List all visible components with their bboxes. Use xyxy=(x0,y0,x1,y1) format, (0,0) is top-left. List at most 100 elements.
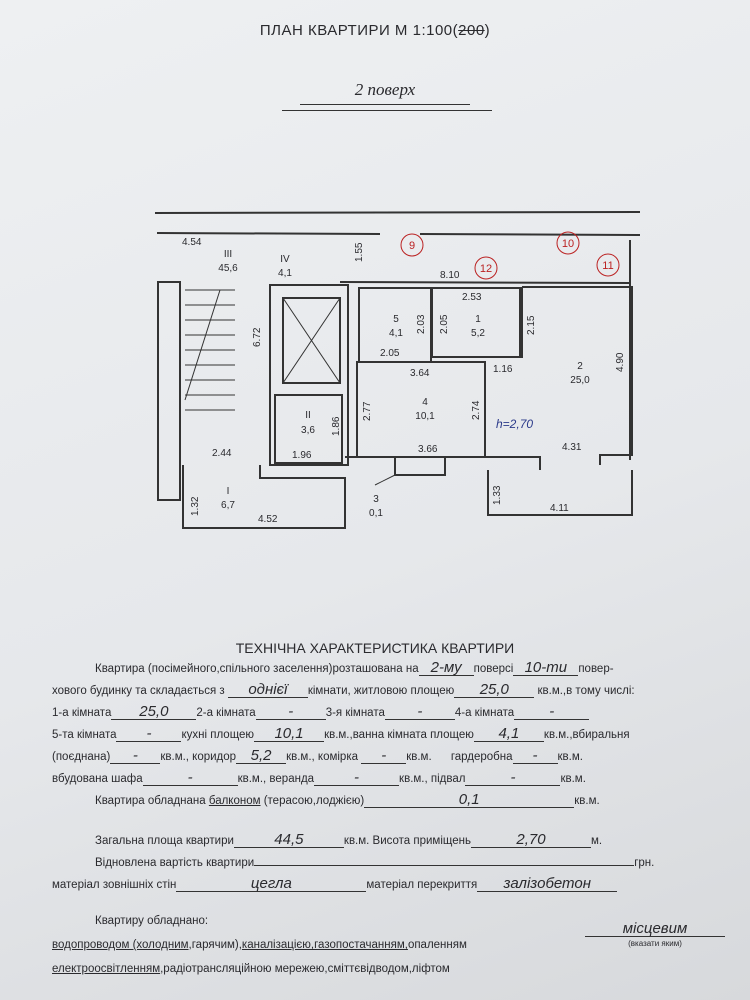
label: Загальна площа квартири xyxy=(95,835,234,847)
label: 2-а кімната xyxy=(196,707,256,719)
room-number: 4 xyxy=(422,397,428,408)
room-area: 6,7 xyxy=(221,500,235,511)
label: ,гарячим), xyxy=(188,939,242,951)
dim: 4.11 xyxy=(550,503,569,514)
room-area: 4,1 xyxy=(278,268,292,279)
label: (терасою,лоджією) xyxy=(263,795,365,807)
label: грн. xyxy=(634,857,655,869)
label: водопроводом (холодним xyxy=(52,939,189,951)
label: кухні площею xyxy=(181,729,255,741)
height-value: 2,70 xyxy=(470,832,591,848)
label: кв.м. xyxy=(557,751,583,763)
tech-title: ТЕХНІЧНА ХАРАКТЕРИСТИКА КВАРТИРИ xyxy=(235,640,515,656)
tech-line-11: Квартиру обладнано: xyxy=(95,915,209,927)
label: кв.м., комірка xyxy=(286,751,358,763)
label: вбудована шафа xyxy=(52,773,143,785)
label: кв.м.,вбиральня xyxy=(543,729,630,741)
label: повер- xyxy=(578,663,614,675)
label: кв.м. xyxy=(406,751,432,763)
label: 4-а кімната xyxy=(454,707,515,719)
heating-note: (вказати яким) xyxy=(628,939,682,948)
storage-value: - xyxy=(361,748,407,764)
corridor-value: 5,2 xyxy=(236,748,287,764)
plan-title: ПЛАН КВАРТИРИ М 1:100(200) xyxy=(0,22,750,39)
dim: 1.16 xyxy=(493,364,513,375)
label: поверсі xyxy=(473,663,514,675)
room-number: 1 xyxy=(475,314,481,325)
label: ,радіотрансляційною мережею,сміттєвідвод… xyxy=(160,963,450,975)
dim: 1.32 xyxy=(190,496,201,516)
dim: 4.90 xyxy=(615,352,626,372)
title-struck-scale: 200 xyxy=(458,22,485,39)
dim: 6.72 xyxy=(252,327,263,347)
tech-line-6: вбудована шафа-кв.м., веранда-кв.м., під… xyxy=(52,770,586,788)
marker-10: 10 xyxy=(562,238,574,250)
floor-plan: 4.54 1.55 8.10 2.53 2.15 4.90 6.72 2.03 … xyxy=(154,211,641,529)
dim: 3.66 xyxy=(418,444,438,455)
room-number: I xyxy=(227,486,230,497)
marker-9: 9 xyxy=(409,240,415,252)
room4-value: - xyxy=(514,704,590,720)
dim: 4.31 xyxy=(562,442,582,453)
label: 5-та кімната xyxy=(52,729,117,741)
room-area: 0,1 xyxy=(369,508,383,519)
label: Квартира (посімейного,спільного заселенн… xyxy=(95,663,419,675)
label: гардеробна xyxy=(450,751,513,763)
label: кв.м. Висота приміщень xyxy=(343,835,471,847)
room5-value: - xyxy=(116,726,182,742)
dimensions: 4.54 1.55 8.10 2.53 2.15 4.90 6.72 2.03 … xyxy=(182,237,626,525)
dim: 2.74 xyxy=(471,400,482,420)
label: хового будинку та складається з xyxy=(52,685,225,697)
tech-line-1: Квартира (посімейного,спільного заселенн… xyxy=(95,660,614,678)
tech-line-13: електроосвітленням,радіотрансляційною ме… xyxy=(52,960,450,978)
room-area: 45,6 xyxy=(218,263,238,274)
label: кв.м., коридор xyxy=(160,751,237,763)
label: кв.м., підвал xyxy=(399,773,466,785)
dim: 1.33 xyxy=(492,485,503,505)
dim: 2.15 xyxy=(526,315,537,335)
label: електроосвітленням xyxy=(52,963,161,975)
room-area: 25,0 xyxy=(570,375,590,386)
kitchen-value: 10,1 xyxy=(254,726,325,742)
label: матеріал зовнішніх стін xyxy=(52,879,177,891)
room-number: II xyxy=(305,410,311,421)
room-area: 10,1 xyxy=(415,411,435,422)
divider xyxy=(300,104,470,105)
room-number: 5 xyxy=(393,314,399,325)
floor-label: 2 поверх xyxy=(354,80,416,99)
room3-value: - xyxy=(384,704,455,720)
heating-value: місцевим xyxy=(585,921,725,937)
tech-line-12: водопроводом (холодним,гарячим),каналіза… xyxy=(52,936,467,954)
value-field xyxy=(254,865,635,866)
label: каналізацією,газопостачанням, xyxy=(241,939,408,951)
marker-11: 11 xyxy=(602,260,613,272)
dim: 2.53 xyxy=(462,292,482,303)
room-number: III xyxy=(224,249,232,260)
room-area: 4,1 xyxy=(389,328,403,339)
rooms-value: однієї xyxy=(227,682,308,698)
walls xyxy=(154,211,641,529)
label: кв.м., веранда xyxy=(237,773,315,785)
label: м. xyxy=(590,835,603,847)
dim: 8.10 xyxy=(440,270,460,281)
wardrobe-value: - xyxy=(512,748,558,764)
toilet-value: - xyxy=(110,748,161,764)
label: кв.м. xyxy=(560,773,586,785)
label: опаленням xyxy=(407,939,467,951)
floor-material-value: залізобетон xyxy=(477,876,618,892)
floors-value: 10-ти xyxy=(513,660,579,676)
label: балконом xyxy=(208,795,261,807)
label: матеріал перекриття xyxy=(366,879,478,891)
label: кв.м. xyxy=(574,795,600,807)
dim: 4.54 xyxy=(182,237,202,248)
floor-value: 2-му xyxy=(418,660,474,676)
dim: 1.96 xyxy=(292,450,312,461)
title-text: ПЛАН КВАРТИРИ М 1:100( xyxy=(259,22,459,39)
room2-value: - xyxy=(255,704,326,720)
label: кімнати, житловою площею xyxy=(307,685,455,697)
title-end: ) xyxy=(484,22,491,39)
